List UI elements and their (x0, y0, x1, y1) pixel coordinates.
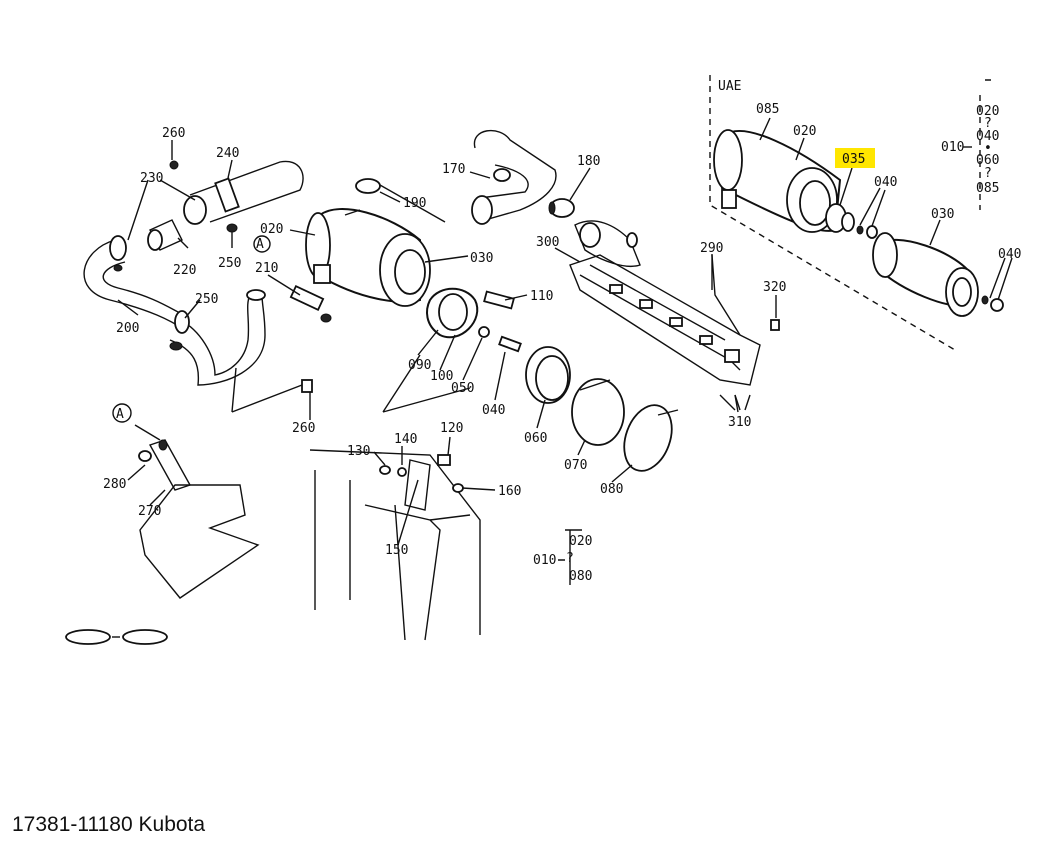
label-320: 320 (763, 280, 786, 295)
label-035: 035 (842, 152, 865, 167)
label-280: 280 (103, 477, 126, 492)
label-tilde: ? (984, 166, 992, 181)
legend-symbols (65, 629, 168, 645)
label-020: 020 (976, 104, 999, 119)
label-290: 290 (700, 241, 723, 256)
label-120: 120 (440, 421, 463, 436)
label-020: 020 (260, 222, 283, 237)
parts-diagram: 260 240 230 220 250 A 210 250 200 260 02… (65, 75, 1021, 645)
label-a: A (256, 237, 264, 252)
label-260: 260 (292, 421, 315, 436)
label-085: 085 (976, 181, 999, 196)
hose-assembly-left (83, 160, 332, 413)
label-060: 060 (976, 153, 999, 168)
label-tilde: ? (566, 551, 574, 566)
label-010: 010 (941, 140, 964, 155)
lower-frame (309, 449, 481, 641)
label-300: 300 (536, 235, 559, 250)
label-250: 250 (195, 292, 218, 307)
label-a: A (116, 407, 124, 422)
label-310: 310 (728, 415, 751, 430)
label-200: 200 (116, 321, 139, 336)
label-150: 150 (385, 543, 408, 558)
label-020: 020 (793, 124, 816, 139)
intake-pipe (471, 129, 641, 267)
label-210: 210 (255, 261, 278, 276)
label-230: 230 (140, 171, 163, 186)
duct-assembly (569, 254, 780, 411)
label-270: 270 (138, 504, 161, 519)
label-020: 020 (569, 534, 592, 549)
label-100: 100 (430, 369, 453, 384)
label-240: 240 (216, 146, 239, 161)
label-030: 030 (470, 251, 493, 266)
label-dot: • (984, 141, 992, 156)
label-190: 190 (403, 196, 426, 211)
air-cleaner-center (305, 178, 679, 472)
uae-inset (709, 75, 1004, 351)
label-060: 060 (524, 431, 547, 446)
label-070: 070 (564, 458, 587, 473)
label-250: 250 (218, 256, 241, 271)
label-040: 040 (976, 129, 999, 144)
labels: 260 240 230 220 250 A 210 250 200 260 02… (103, 79, 1021, 584)
caption: 17381-11180 Kubota (12, 813, 206, 836)
label-220: 220 (173, 263, 196, 278)
bracket-270 (134, 424, 260, 599)
label-080: 080 (600, 482, 623, 497)
label-160: 160 (498, 484, 521, 499)
label-260: 260 (162, 126, 185, 141)
label-010: 010 (533, 553, 556, 568)
label-090: 090 (408, 358, 431, 373)
label-050: 050 (451, 381, 474, 396)
label-030: 030 (931, 207, 954, 222)
label-085: 085 (756, 102, 779, 117)
label-uae: UAE (718, 79, 741, 94)
highlight-035 (835, 148, 875, 168)
label-170: 170 (442, 162, 465, 177)
label-040: 040 (998, 247, 1021, 262)
label-110: 110 (530, 289, 553, 304)
label-140: 140 (394, 432, 417, 447)
label-040: 040 (874, 175, 897, 190)
label-180: 180 (577, 154, 600, 169)
label-040: 040 (482, 403, 505, 418)
leader-lines (112, 117, 1013, 585)
label-080: 080 (569, 569, 592, 584)
label-130: 130 (347, 444, 370, 459)
label-tilde: ? (984, 116, 992, 131)
